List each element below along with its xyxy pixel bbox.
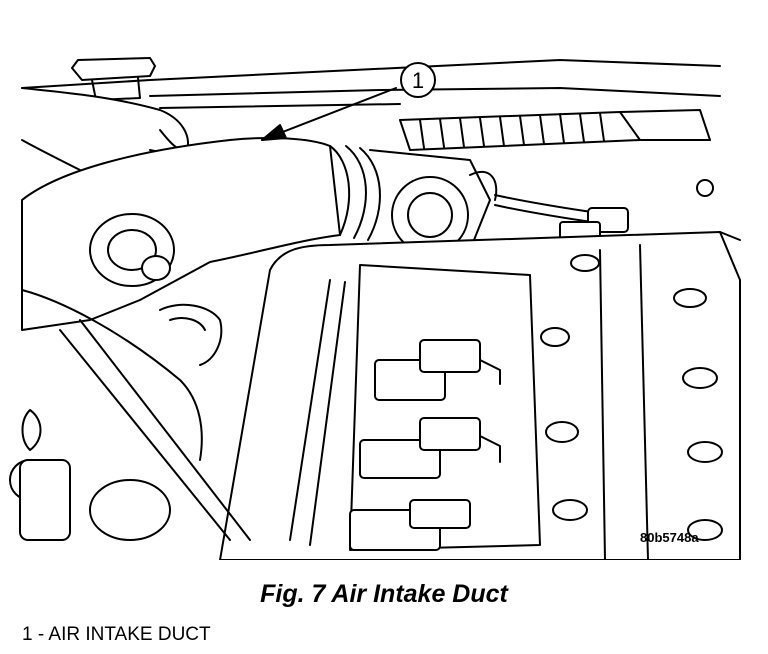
radiator-support-rail <box>21 59 721 109</box>
injector-connector-1 <box>374 339 501 401</box>
lower-left-components <box>9 289 251 541</box>
engine-bay-illustration: 1 <box>9 57 741 560</box>
throttle-body <box>369 149 498 254</box>
injector-connector-2 <box>359 417 501 479</box>
legend-item-1: 1 - AIR INTAKE DUCT <box>22 624 211 645</box>
callout-1: 1 <box>400 62 436 98</box>
air-intake-duct <box>21 137 381 331</box>
vacuum-hose <box>494 194 629 245</box>
intake-manifold <box>219 231 741 560</box>
callout-leader <box>261 87 397 141</box>
figure-code: 80b5748a <box>640 530 699 545</box>
radiator-cap <box>71 57 156 101</box>
injector-cavity <box>349 264 541 551</box>
corrugated-hose <box>399 109 714 197</box>
injector-connector-3 <box>349 499 471 551</box>
figure-caption: Fig. 7 Air Intake Duct <box>260 580 508 608</box>
manifold-bolt-holes <box>540 254 723 541</box>
callout-1-number: 1 <box>412 68 424 93</box>
